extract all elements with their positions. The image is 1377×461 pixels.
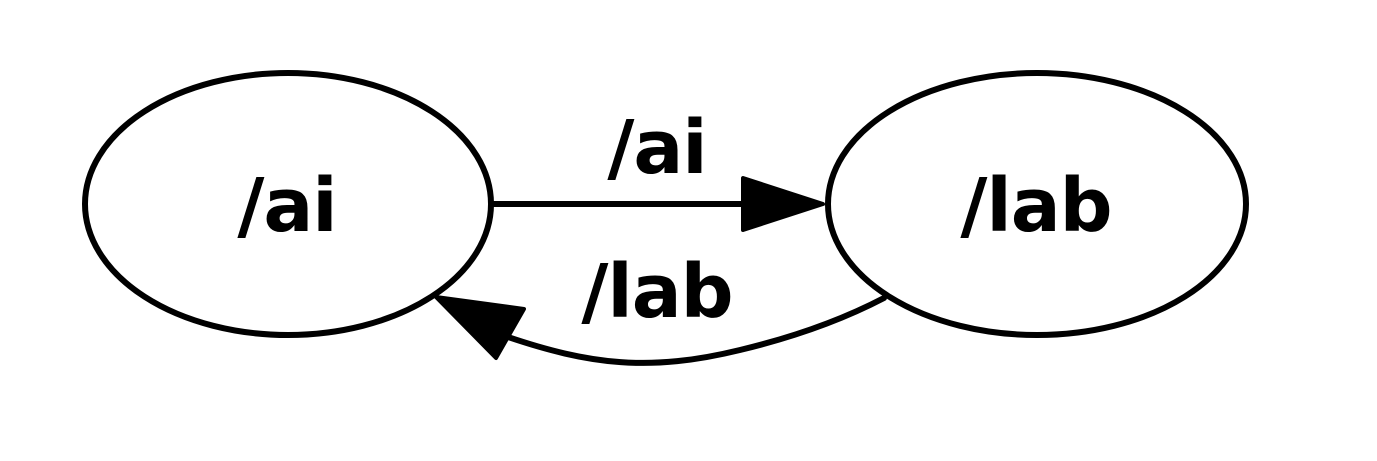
edge-ai-to-lab[interactable]: /ai <box>491 105 825 232</box>
node-lab-label: /lab <box>960 163 1111 249</box>
edge-lab-to-ai[interactable]: /lab <box>434 249 887 366</box>
edge-ai-to-lab-label: /ai <box>607 105 706 191</box>
node-ai-label: /ai <box>237 163 336 249</box>
edge-lab-to-ai-label: /lab <box>581 249 732 335</box>
edge-lab-to-ai-line <box>502 295 887 366</box>
edge-ai-to-lab-arrowhead <box>741 176 825 232</box>
node-lab-shape <box>825 70 1249 338</box>
edge-lab-to-ai-arrowhead <box>434 295 526 360</box>
node-lab[interactable]: /lab <box>825 70 1249 338</box>
node-ai[interactable]: /ai <box>82 70 494 338</box>
